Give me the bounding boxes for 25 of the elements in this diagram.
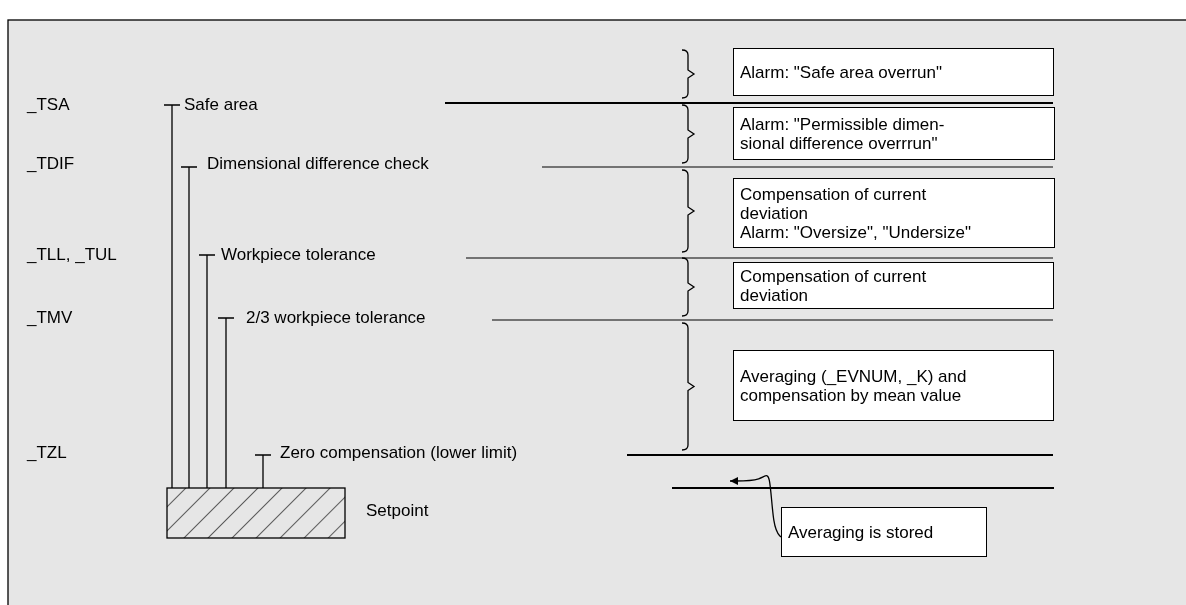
level-label: Zero compensation (lower limit) bbox=[280, 443, 518, 463]
level-label: Safe area bbox=[184, 95, 258, 115]
text-box bbox=[733, 107, 1055, 160]
box-text: Averaging (_EVNUM, _K) and compensation by mean value bbox=[740, 366, 968, 405]
level-label: 2/3 workpiece tolerance bbox=[246, 308, 426, 328]
arrow bbox=[729, 475, 782, 538]
setpoint-label: Setpoint bbox=[366, 501, 429, 521]
text-box bbox=[733, 48, 1054, 96]
level-label: Dimensional difference check bbox=[207, 154, 429, 174]
box-text: Alarm: "Permissible dimen- sional difference overrrun" bbox=[740, 114, 946, 153]
box-text: Alarm: "Safe area overrun" bbox=[740, 62, 943, 82]
text-box bbox=[733, 178, 1055, 248]
parameter-label: _TLL, _TUL bbox=[27, 245, 117, 265]
box-text: Compensation of current deviation bbox=[740, 266, 928, 305]
parameter-label: _TDIF bbox=[27, 154, 75, 174]
parameter-label: _TMV bbox=[27, 308, 73, 328]
box-text: Averaging is stored bbox=[788, 522, 935, 542]
parameter-label: _TSA bbox=[27, 95, 70, 115]
box-text: Alarm: "Oversize", "Undersize" bbox=[740, 222, 973, 242]
text-box bbox=[781, 507, 987, 557]
text-box bbox=[733, 350, 1054, 421]
level-label: Workpiece tolerance bbox=[221, 245, 376, 265]
parameter-label: _TZL bbox=[27, 443, 67, 463]
box-text: Compensation of current deviation bbox=[740, 184, 928, 223]
text-box bbox=[733, 262, 1054, 309]
